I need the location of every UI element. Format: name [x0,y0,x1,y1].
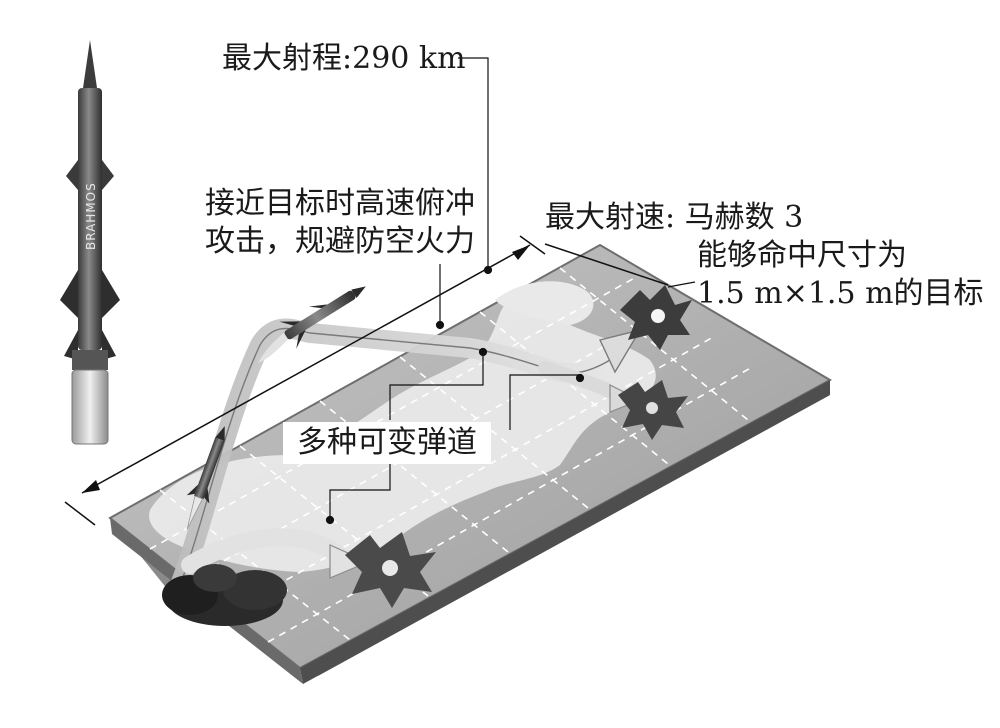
missile-icon [186,426,225,530]
dive-attack-label: 接近目标时高速俯冲 攻击，规避防空火力 [205,185,475,260]
hit-target-line-2: 1.5 m×1.5 m的目标 [697,275,984,311]
leader-lines [325,57,696,525]
explosion-icon [345,532,436,608]
hit-target-label: 能够命中尺寸为 1.5 m×1.5 m的目标 [697,237,984,312]
variable-trajectory-label: 多种可变弹道 [283,422,491,464]
low-trajectory [181,528,354,574]
large-missile-icon: BRAHMOS [60,40,120,445]
max-range-label: 最大射程:290 km [222,41,466,76]
dive-attack-line-1: 接近目标时高速俯冲 [205,186,475,221]
explosion-icon [618,380,688,440]
dimension-lines [64,235,669,526]
dive-attack-line-2: 攻击，规避防空火力 [205,223,475,259]
smoke-cloud-icon [162,564,287,626]
missile-icon [258,286,366,364]
arrow-icon [599,328,642,374]
grid-lines [149,267,755,643]
hit-target-line-1: 能够命中尺寸为 [697,238,907,273]
explosion-icon [620,285,692,350]
missile-body-text: BRAHMOS [84,182,98,250]
max-speed-label: 最大射速: 马赫数 3 [545,200,804,235]
